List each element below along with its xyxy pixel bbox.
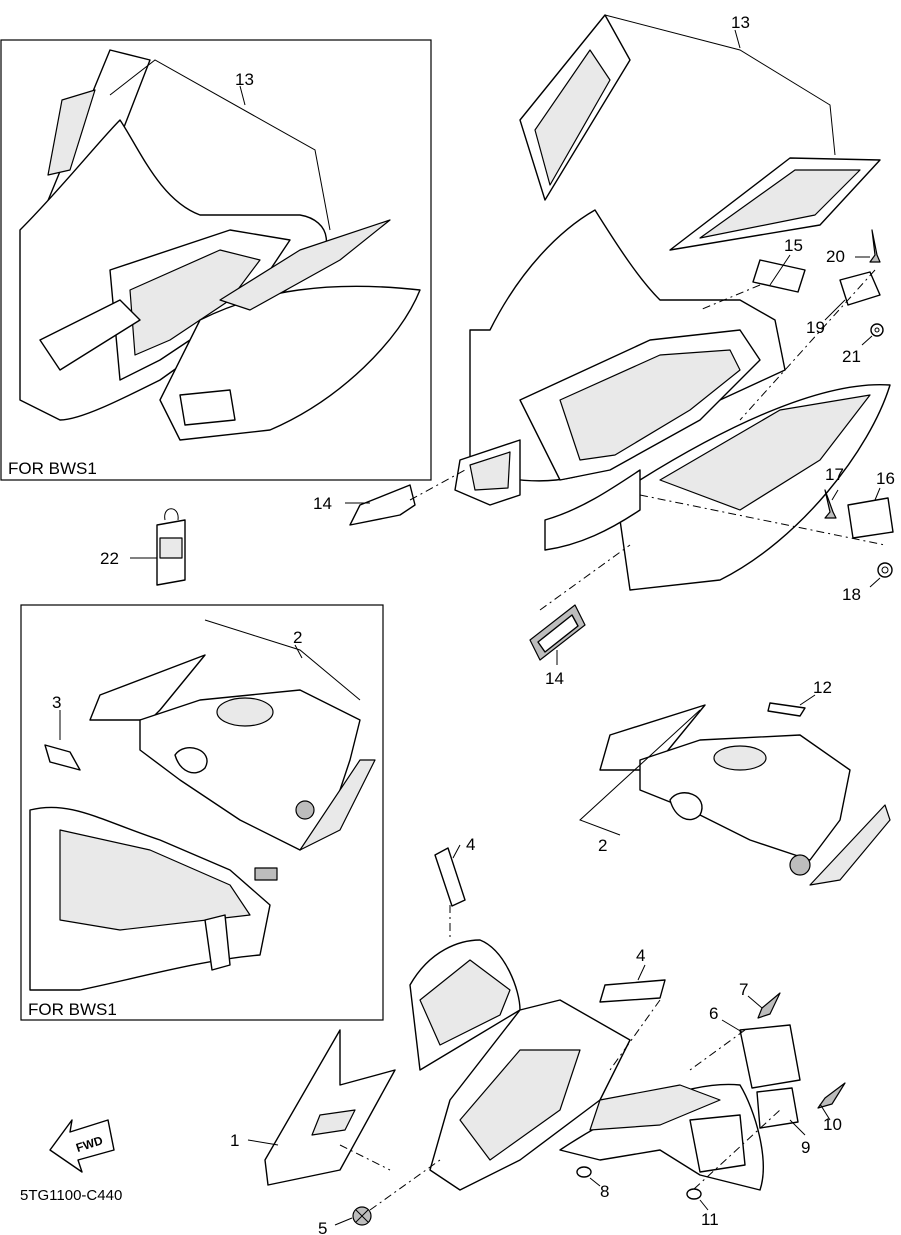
callout-20: 20	[826, 247, 845, 266]
warning-tag-22: 22	[100, 508, 186, 586]
callout-13-windscreen: 13	[731, 13, 750, 32]
callout-14-top: 14	[313, 494, 332, 513]
callout-1: 1	[230, 1131, 239, 1150]
callout-9: 9	[801, 1138, 810, 1157]
fwd-arrow-icon: FWD	[49, 1119, 115, 1173]
callout-11: 11	[701, 1210, 719, 1229]
callout-4-top: 4	[466, 835, 475, 854]
inset-box-label: FOR BWS1	[8, 459, 97, 478]
front-fender-assembly: 4 4 7 6 10 9 8 11	[230, 835, 846, 1235]
callout-7: 7	[739, 980, 748, 999]
callout-4-right: 4	[636, 946, 645, 965]
callout-12: 12	[813, 678, 832, 697]
callout-21: 21	[842, 347, 861, 366]
callout-18: 18	[842, 585, 861, 604]
callout-6: 6	[709, 1004, 718, 1023]
callout-17: 17	[825, 465, 844, 484]
callout-13-inset: 13	[235, 70, 254, 89]
inset-box-mid-left: 2 3 FOR BWS1	[20, 604, 384, 1021]
inset-box-top-left: 13 FOR BWS1	[0, 39, 432, 481]
callout-22: 22	[100, 549, 119, 568]
callout-10: 10	[823, 1115, 842, 1134]
callout-2: 2	[598, 836, 607, 855]
callout-2-inset: 2	[293, 628, 302, 647]
inset-box-label-2: FOR BWS1	[28, 1000, 117, 1019]
callout-3: 3	[52, 693, 61, 712]
callout-5: 5	[318, 1219, 327, 1235]
callout-19: 19	[806, 318, 825, 337]
callout-15: 15	[784, 236, 803, 255]
diagram-code: 5TG1100-C440	[20, 1187, 122, 1204]
rear-body-assembly: 13 15 20 19 21 14	[313, 13, 895, 688]
callout-14-bottom: 14	[545, 669, 564, 688]
front-cowl-assembly: 12 2	[579, 678, 891, 886]
callout-16: 16	[876, 469, 895, 488]
callout-8: 8	[600, 1182, 609, 1201]
